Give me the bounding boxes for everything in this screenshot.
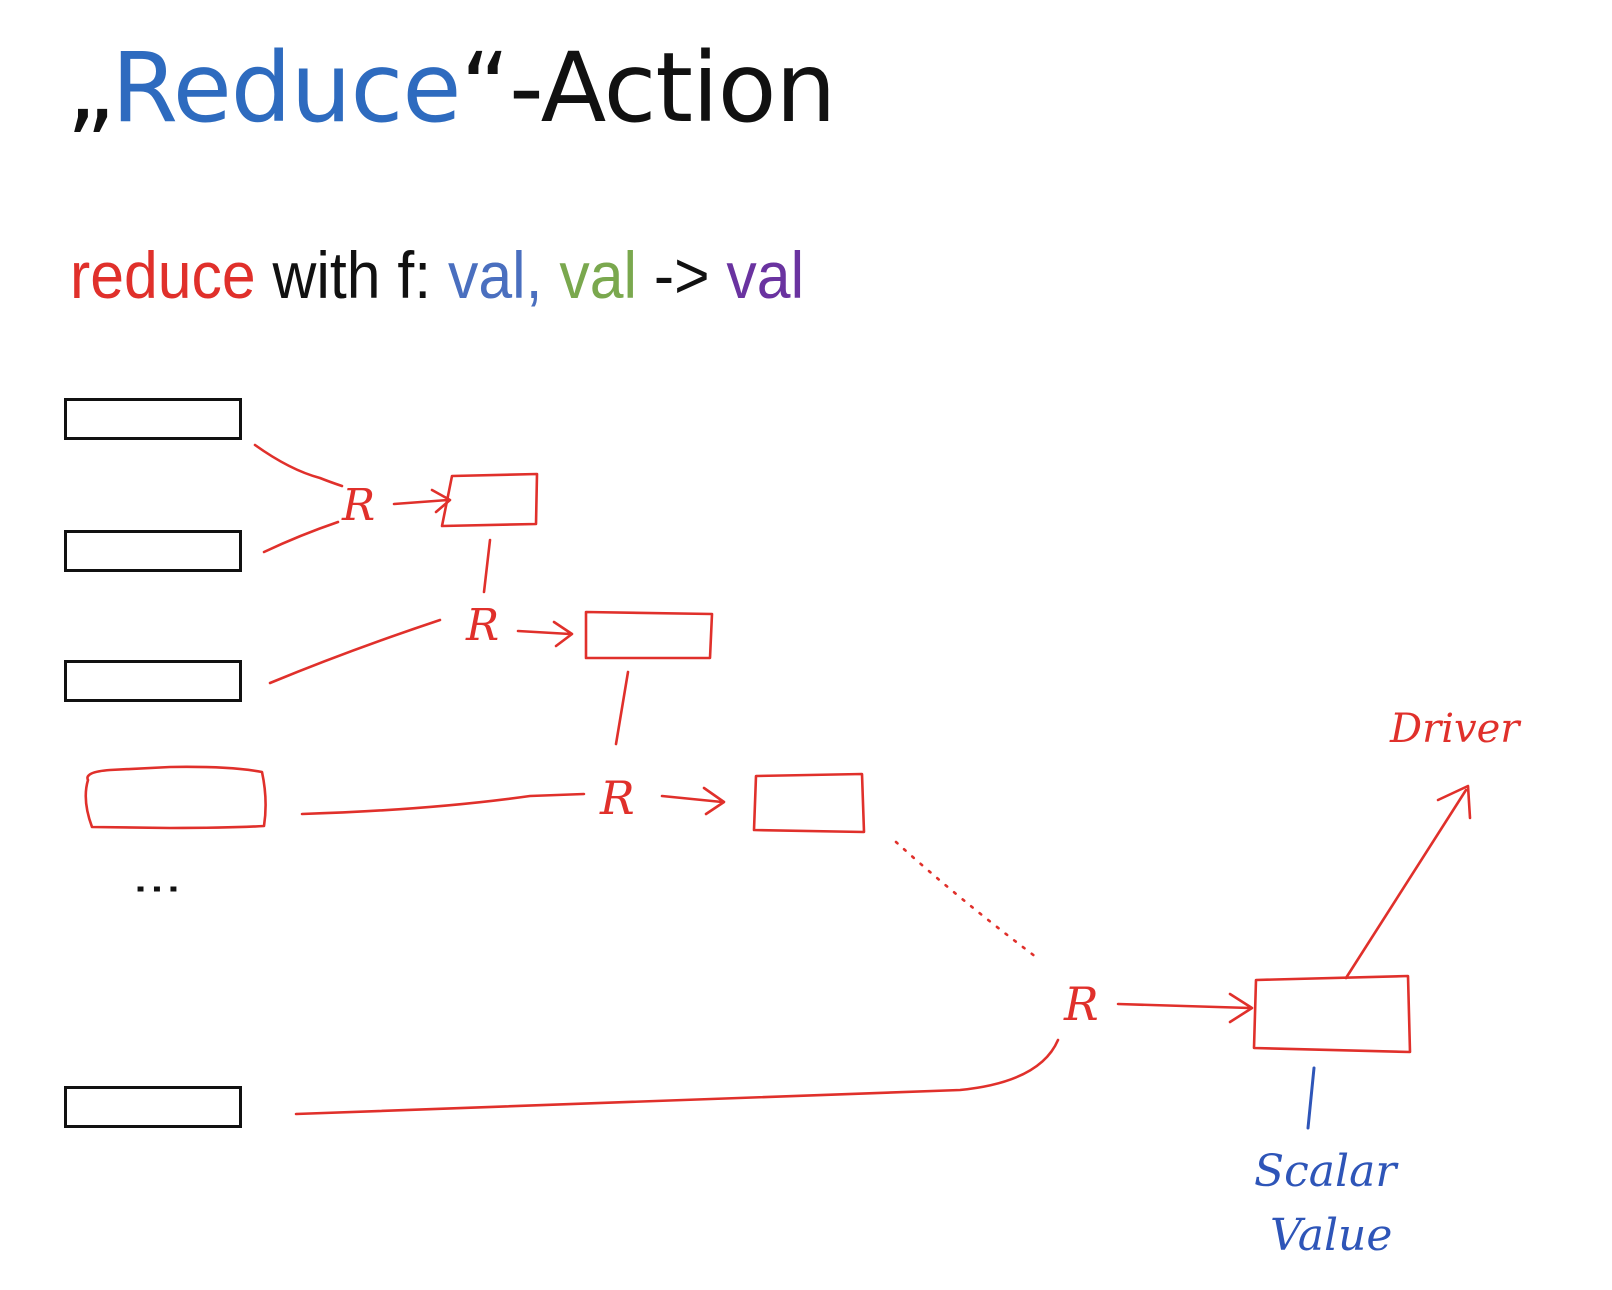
reducer-label-2: R [465, 600, 499, 651]
scalar-label-line2: Value [1270, 1210, 1392, 1261]
signature-keyword: reduce [70, 238, 256, 312]
intermediate-box-3 [752, 772, 866, 834]
intermediate-box-1 [440, 472, 539, 528]
scalar-label-line1: Scalar [1254, 1146, 1399, 1197]
edge-result2-to-r3 [614, 670, 630, 746]
signature-arrow: -> [637, 238, 727, 312]
driver-label: Driver [1389, 706, 1522, 752]
scalar-value-pointer [1306, 1066, 1316, 1130]
reducer-label-final: R [1063, 977, 1099, 1031]
signature-arg2: val [559, 238, 638, 312]
edge-result1-to-r2 [482, 538, 492, 594]
signature-arg1: val [448, 238, 526, 312]
arrow-final-r-to-result [1116, 992, 1254, 1024]
partition-box-4-handdrawn [84, 765, 267, 830]
signature-middle: with f: [255, 238, 449, 312]
edge-p3-to-r2 [268, 618, 442, 685]
arrow-r3-to-result3 [660, 786, 726, 816]
edge-last-partition-to-final-r [294, 1038, 1060, 1116]
arrow-r1-to-result1 [392, 488, 452, 514]
edge-p2-to-r1 [262, 520, 340, 554]
intermediate-box-2 [584, 610, 714, 660]
final-result-box [1252, 974, 1412, 1054]
partition-box-last [64, 1086, 242, 1128]
more-partitions-ellipsis: ⋮ [130, 865, 186, 909]
partition-box-1 [64, 398, 242, 440]
reducer-label-3: R [599, 771, 635, 825]
function-signature: reduce with f: val, val -> val [70, 230, 804, 320]
dotted-continuation [894, 840, 1042, 962]
slide-title: „Reduce“-Action [66, 28, 836, 148]
arrow-r2-to-result2 [516, 620, 574, 648]
reducer-label-1: R [341, 480, 375, 531]
partition-box-3 [64, 660, 242, 702]
signature-comma: , [525, 238, 543, 312]
title-suffix: “-Action [460, 32, 836, 144]
edge-p4-to-r3 [300, 792, 586, 816]
signature-result: val [726, 238, 805, 312]
title-open-quote: „ [66, 32, 112, 144]
arrow-result-to-driver [1344, 784, 1472, 980]
partition-box-2 [64, 530, 242, 572]
title-keyword: Reduce [111, 32, 461, 144]
edge-p1-to-r1 [253, 443, 344, 488]
